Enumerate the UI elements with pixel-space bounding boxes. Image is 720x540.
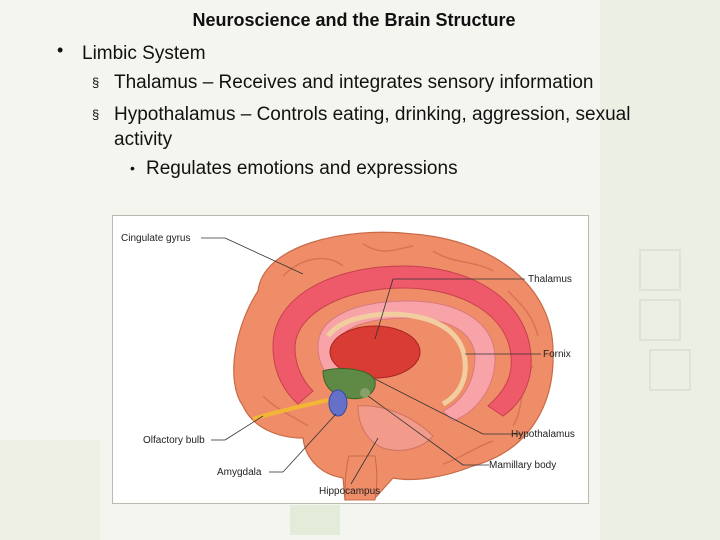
label-amygdala: Amygdala: [217, 467, 262, 478]
bullet-marker: •: [57, 40, 64, 60]
brain-illustration: Cingulate gyrus Thalamus Fornix Olfactor…: [121, 231, 575, 501]
brain-stem: [344, 455, 378, 501]
leader-lines: [201, 237, 541, 485]
mamillary-body-shape: [360, 388, 370, 398]
sub-bullet-hypothalamus-cont: activity: [114, 129, 173, 150]
label-thalamus: Thalamus: [528, 274, 572, 285]
slide-title: Neuroscience and the Brain Structure: [192, 10, 516, 30]
olfactory-bulb-shape: [252, 398, 329, 421]
sub-sub-bullet-marker: •: [130, 160, 135, 176]
label-mamillary-body: Mamillary body: [489, 460, 556, 471]
sub-bullet-marker: §: [92, 107, 100, 122]
label-fornix: Fornix: [543, 349, 571, 360]
label-hippocampus: Hippocampus: [319, 486, 380, 497]
hippocampus-shape: [357, 405, 434, 451]
amygdala-shape: [328, 389, 348, 417]
sub-bullet-hypothalamus: Hypothalamus – Controls eating, drinking…: [114, 104, 631, 125]
sub-sub-bullet-emotions: Regulates emotions and expressions: [146, 158, 458, 179]
label-hypothalamus: Hypothalamus: [511, 429, 575, 440]
limbic-system-diagram: Cingulate gyrus Thalamus Fornix Olfactor…: [112, 215, 589, 504]
thalamus-shape: [329, 325, 421, 379]
label-olfactory-bulb: Olfactory bulb: [143, 435, 205, 446]
sub-bullet-thalamus: Thalamus – Receives and integrates senso…: [114, 72, 594, 93]
bullet-limbic-system: Limbic System: [82, 43, 206, 64]
sub-bullet-marker: §: [92, 75, 100, 90]
label-cingulate-gyrus: Cingulate gyrus: [121, 233, 190, 244]
cingulate-gyrus: [272, 265, 532, 417]
fornix-shape: [326, 311, 468, 407]
